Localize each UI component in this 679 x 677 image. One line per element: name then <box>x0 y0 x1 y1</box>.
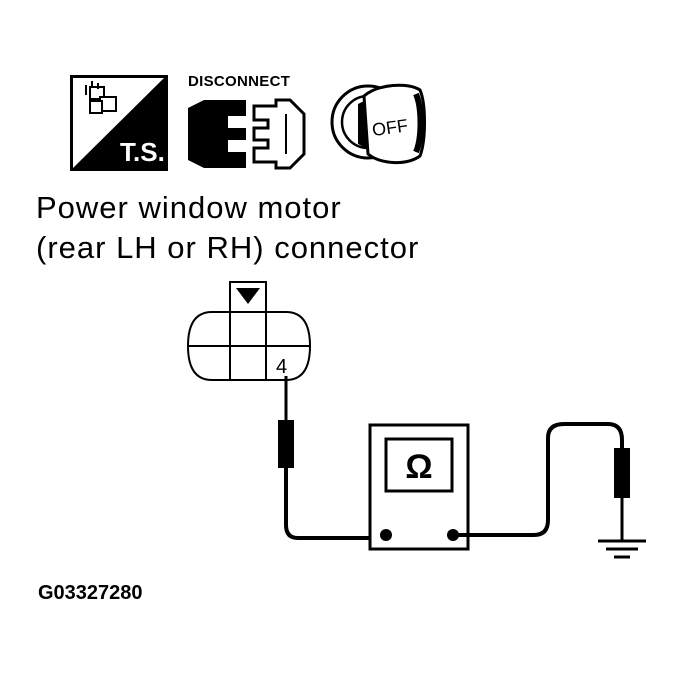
connector-sketch-icon <box>85 81 117 114</box>
ohm-symbol: Ω <box>405 448 432 486</box>
disconnect-connector-icon <box>188 98 306 170</box>
probe-lead-left <box>278 376 384 540</box>
key-off-label: OFF <box>371 115 409 140</box>
terminal-number: 4 <box>276 356 287 378</box>
motor-connector: 4 <box>186 281 312 381</box>
probe-lead-right <box>453 422 630 540</box>
ignition-key-off-icon: OFF <box>330 83 426 164</box>
ground-icon <box>598 539 646 559</box>
ohmmeter: Ω <box>368 423 470 551</box>
ts-label: T.S. <box>120 137 165 167</box>
connector-title-line-2: (rear LH or RH) connector <box>36 230 420 265</box>
connector-title-line-1: Power window motor <box>36 190 342 225</box>
disconnect-label: DISCONNECT <box>188 73 291 90</box>
test-symbol-icon: T.S. <box>70 75 168 171</box>
connector-latch-marker <box>236 288 260 304</box>
figure-code: G03327280 <box>38 582 143 604</box>
meter-terminal-left <box>380 529 392 541</box>
